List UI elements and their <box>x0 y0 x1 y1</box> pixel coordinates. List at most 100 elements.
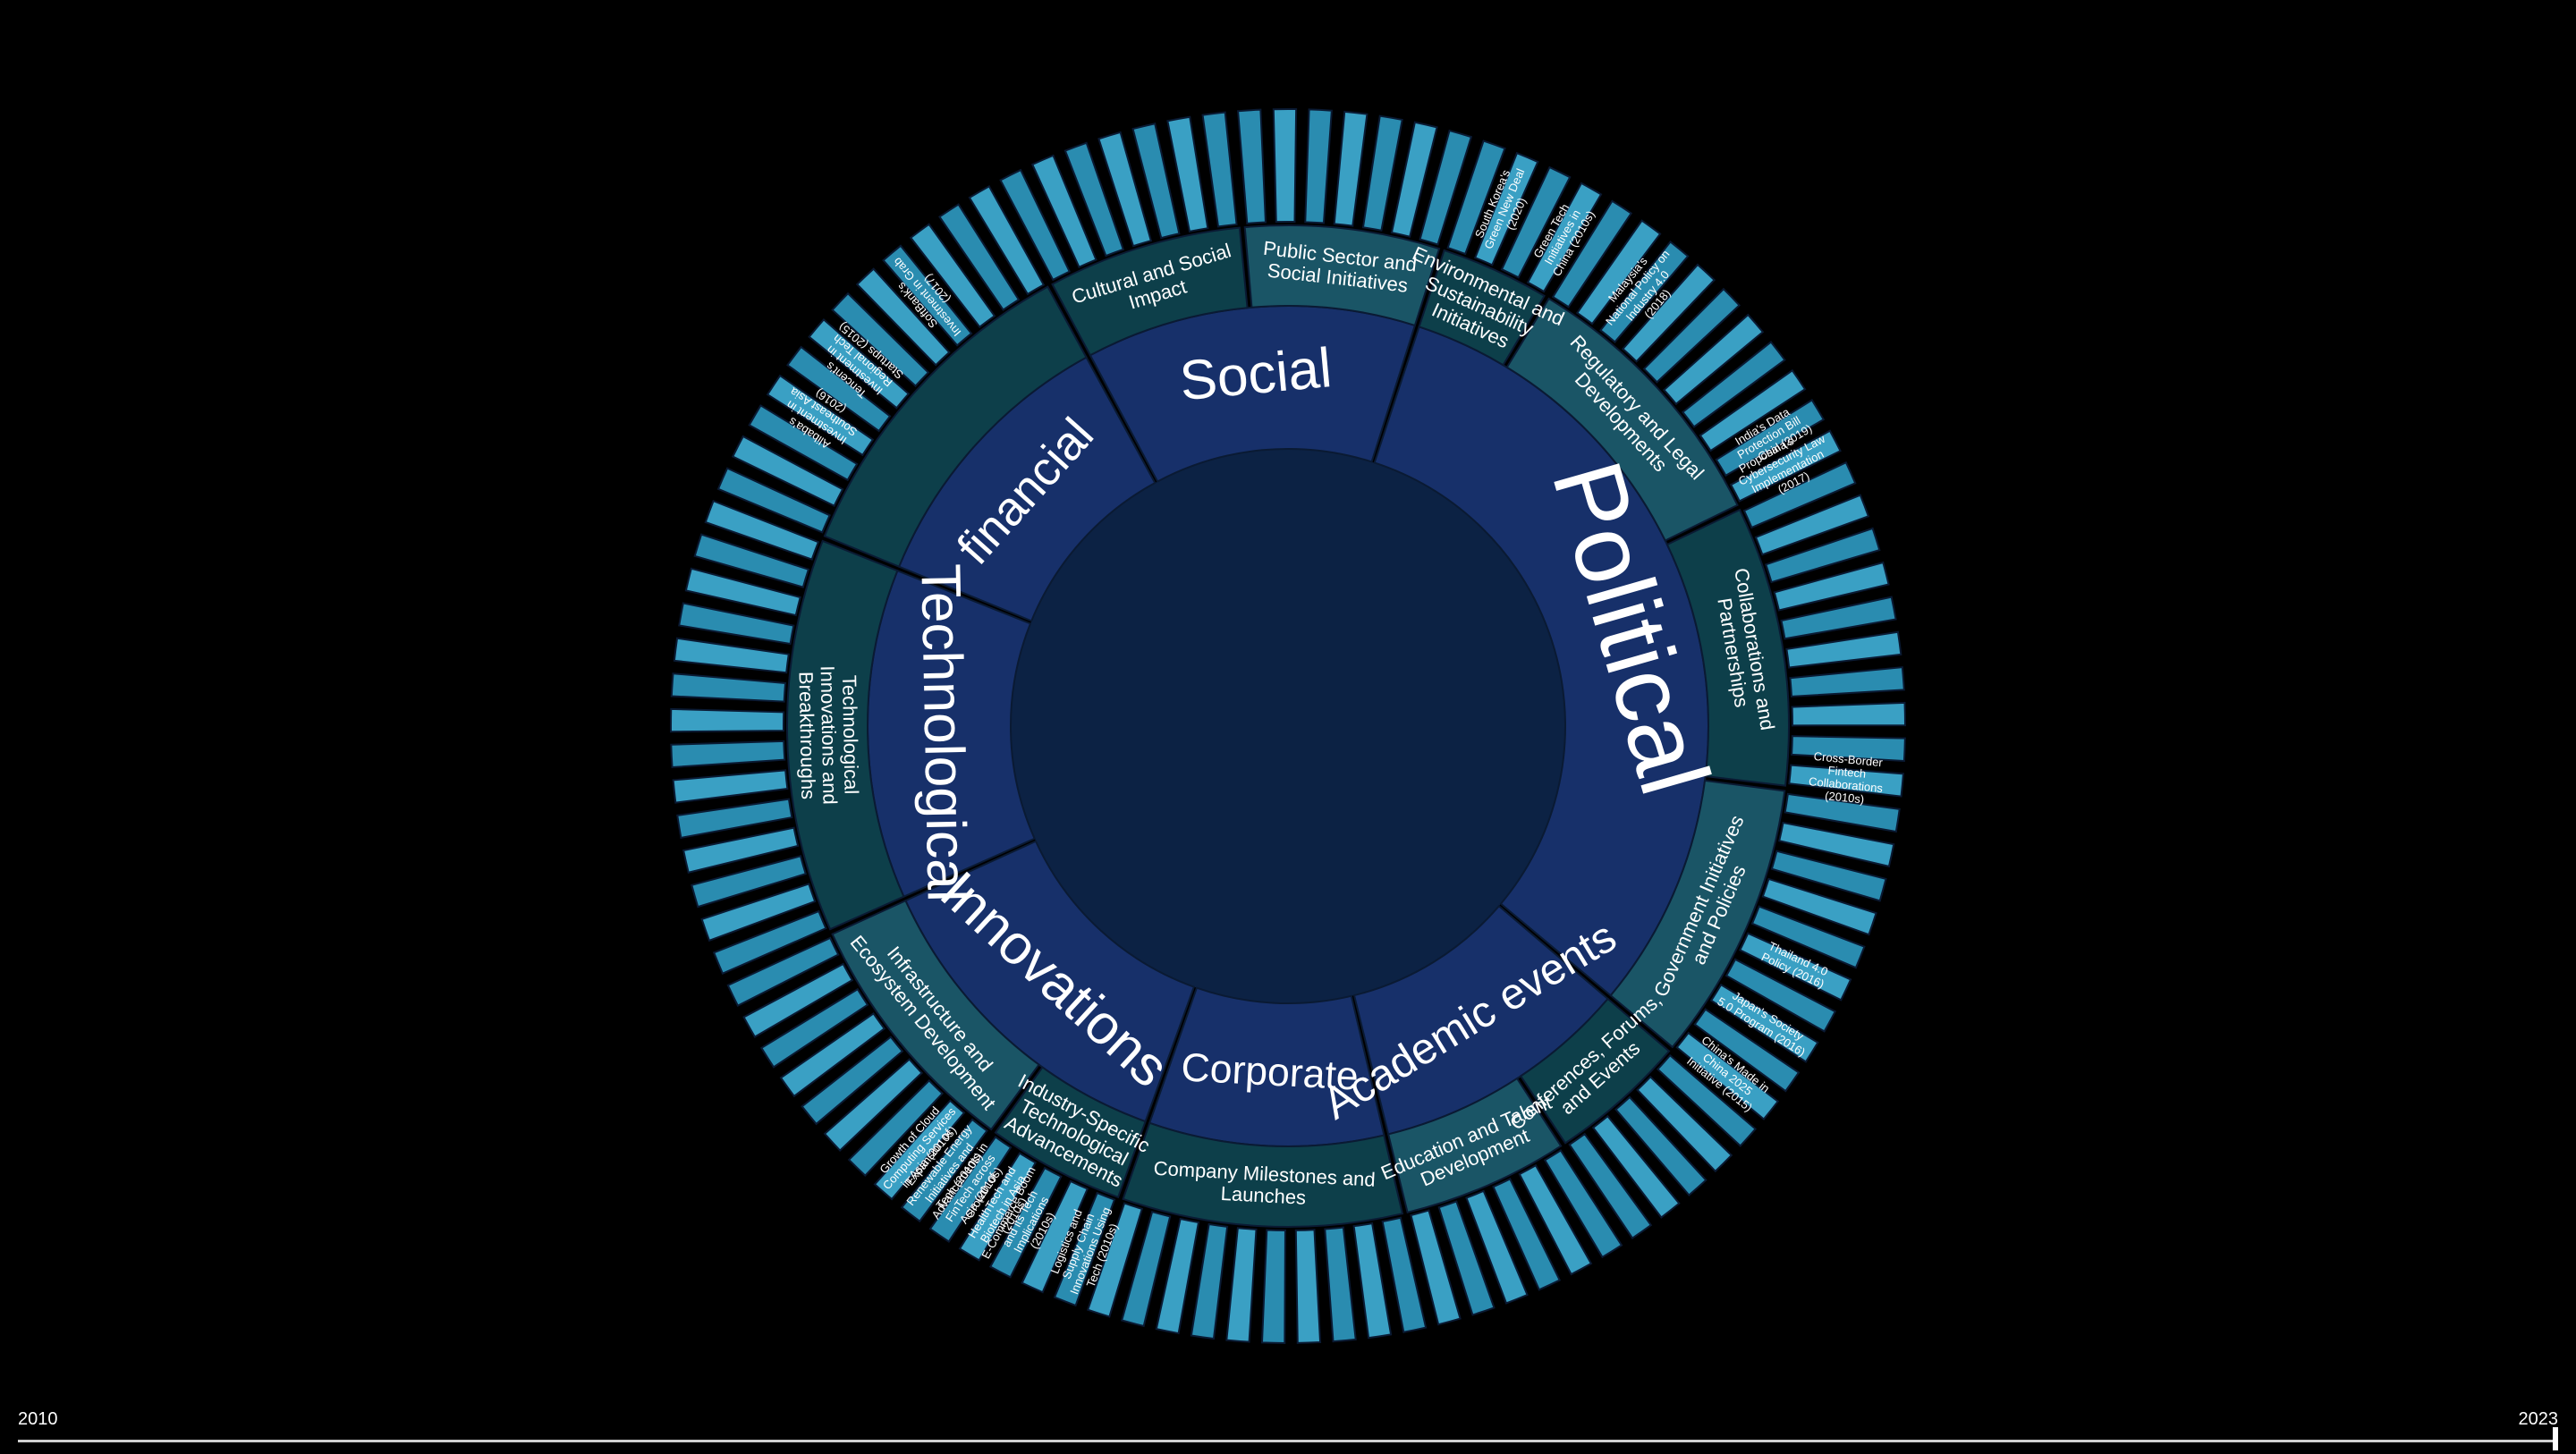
leaf-alibaba-s-investment-in-southeast-asia-2016[interactable] <box>766 374 875 457</box>
leaf-event[interactable] <box>700 883 817 943</box>
subcategory-cultural-and-social-impact[interactable] <box>1051 226 1249 357</box>
leaf-india-s-data-protection-bill-proposal-2019[interactable] <box>1715 399 1826 478</box>
leaf-event[interactable] <box>1742 461 1857 529</box>
leaf-growth-of-healthtech-and-biotech-in-asia-2010s[interactable] <box>958 1152 1038 1262</box>
leaf-event[interactable] <box>1621 263 1716 363</box>
leaf-event[interactable] <box>1770 850 1887 902</box>
leaf-event[interactable] <box>1636 1075 1733 1173</box>
leaf-event[interactable] <box>1352 1222 1393 1340</box>
leaf-event[interactable] <box>1754 494 1870 556</box>
leaf-south-korea-s-green-new-deal-2020[interactable] <box>1473 151 1539 266</box>
leaf-malaysia-s-national-policy-on-industry-4-0-2018[interactable] <box>1599 241 1690 343</box>
leaf-event[interactable] <box>1492 1178 1562 1291</box>
leaf-event[interactable] <box>1190 1222 1229 1340</box>
subcategory-technological-innovations-and-breakthroughs[interactable] <box>786 539 905 931</box>
leaf-softbank-s-investment-in-grab-2017[interactable] <box>882 244 973 347</box>
subcategory-financial[interactable] <box>823 285 1088 568</box>
leaf-event[interactable] <box>1120 1210 1172 1328</box>
leaf-event[interactable] <box>1437 1200 1496 1316</box>
leaf-event[interactable] <box>693 533 810 588</box>
leaf-event[interactable] <box>1500 165 1572 279</box>
leaf-event[interactable] <box>1591 1114 1681 1219</box>
leaf-event[interactable] <box>759 987 869 1069</box>
leaf-event[interactable] <box>1761 877 1877 936</box>
leaf-event[interactable] <box>731 435 844 507</box>
leaf-green-tech-initiatives-in-china-2010s[interactable] <box>1526 182 1603 293</box>
leaf-china-s-cybersecurity-law-implementation-2017[interactable] <box>1729 429 1842 503</box>
leaf-event[interactable] <box>1465 1189 1529 1305</box>
leaf-tencent-s-investment-in-regional-tech-startups-2015[interactable] <box>808 317 911 410</box>
leaf-event[interactable] <box>673 637 790 674</box>
subcategory-conferences-forums-and-events[interactable] <box>1519 997 1671 1145</box>
leaf-event[interactable] <box>1784 792 1901 833</box>
leaf-china-s-made-in-china-2025-initiative-2015[interactable] <box>1675 1031 1780 1120</box>
leaf-event[interactable] <box>1361 114 1403 232</box>
subcategory-industry-specific-technological-advancements[interactable] <box>994 1066 1147 1199</box>
timeline-track[interactable] <box>18 1440 2558 1442</box>
leaf-event[interactable] <box>1381 1216 1428 1333</box>
leaf-event[interactable] <box>855 267 951 367</box>
leaf-event[interactable] <box>1681 341 1786 428</box>
leaf-event[interactable] <box>1724 958 1837 1033</box>
leaf-event[interactable] <box>670 740 786 769</box>
leaf-event[interactable] <box>1518 1163 1593 1276</box>
leaf-event[interactable] <box>1789 666 1905 697</box>
leaf-event[interactable] <box>1304 108 1333 224</box>
leaf-event[interactable] <box>1166 115 1209 233</box>
leaf-event[interactable] <box>1791 701 1907 727</box>
leaf-event[interactable] <box>1778 821 1895 868</box>
leaf-event[interactable] <box>909 223 996 329</box>
leaf-e-commerce-boom-and-its-tech-implications-2010s[interactable] <box>988 1166 1063 1279</box>
leaf-event[interactable] <box>1419 129 1473 246</box>
leaf-event[interactable] <box>676 798 793 840</box>
leaf-event[interactable] <box>726 936 840 1007</box>
leaf-event[interactable] <box>1765 527 1881 584</box>
leaf-event[interactable] <box>678 602 795 646</box>
leaf-event[interactable] <box>1131 123 1181 240</box>
leaf-event[interactable] <box>938 203 1021 311</box>
leaf-event[interactable] <box>1294 1229 1322 1344</box>
leaf-event[interactable] <box>1693 1008 1801 1093</box>
leaf-event[interactable] <box>1568 1132 1653 1239</box>
leaf-japan-s-society-5-0-program-2016[interactable] <box>1709 983 1819 1063</box>
subcategory-company-milestones-and-launches[interactable] <box>1122 1121 1404 1228</box>
leaf-event[interactable] <box>1063 141 1125 258</box>
leaf-event[interactable] <box>682 826 800 874</box>
leaf-event[interactable] <box>823 1058 923 1152</box>
leaf-event[interactable] <box>1785 630 1902 669</box>
leaf-event[interactable] <box>669 707 785 733</box>
leaf-event[interactable] <box>1225 1227 1258 1343</box>
leaf-event[interactable] <box>847 1078 945 1178</box>
leaf-event[interactable] <box>1021 1179 1089 1294</box>
leaf-event[interactable] <box>712 909 827 975</box>
leaf-event[interactable] <box>1030 154 1097 268</box>
leaf-event[interactable] <box>1773 561 1890 612</box>
leaf-event[interactable] <box>1324 1226 1357 1343</box>
leaf-expansion-of-renewable-energy-initiatives-and-tech-2010s[interactable] <box>900 1118 988 1223</box>
leaf-event[interactable] <box>1614 1095 1707 1196</box>
leaf-event[interactable] <box>684 567 801 617</box>
leaf-event[interactable] <box>1390 121 1438 238</box>
leaf-event[interactable] <box>968 184 1046 296</box>
leaf-event[interactable] <box>704 499 820 561</box>
leaf-event[interactable] <box>1155 1217 1200 1335</box>
leaf-event[interactable] <box>1237 108 1267 224</box>
subcategory-government-initiatives-and-policies[interactable] <box>1609 779 1786 1049</box>
leaf-event[interactable] <box>1780 596 1897 640</box>
leaf-advancements-in-fintech-across-asia-2010s[interactable] <box>928 1136 1013 1243</box>
leaf-event[interactable] <box>670 672 787 703</box>
leaf-event[interactable] <box>1272 108 1298 224</box>
leaf-event[interactable] <box>1333 110 1368 227</box>
subcategory-public-sector-and-social-initiatives[interactable] <box>1243 224 1441 327</box>
leaf-event[interactable] <box>1663 313 1765 406</box>
leaf-event[interactable] <box>742 962 854 1038</box>
leaf-event[interactable] <box>779 1012 886 1098</box>
subcategory-regulatory-and-legal-developments[interactable] <box>1505 297 1739 542</box>
subcategory-infrastructure-and-ecosystem-development[interactable] <box>831 899 1040 1131</box>
leaf-logistics-and-supply-chain-innovations-using-tech-2010s[interactable] <box>1053 1191 1116 1307</box>
leaf-event[interactable] <box>1791 735 1906 762</box>
leaf-event[interactable] <box>691 855 807 909</box>
leaf-event[interactable] <box>1260 1229 1286 1344</box>
leaf-thailand-4-0-policy-2016[interactable] <box>1739 932 1852 1002</box>
leaf-event[interactable] <box>999 168 1072 282</box>
